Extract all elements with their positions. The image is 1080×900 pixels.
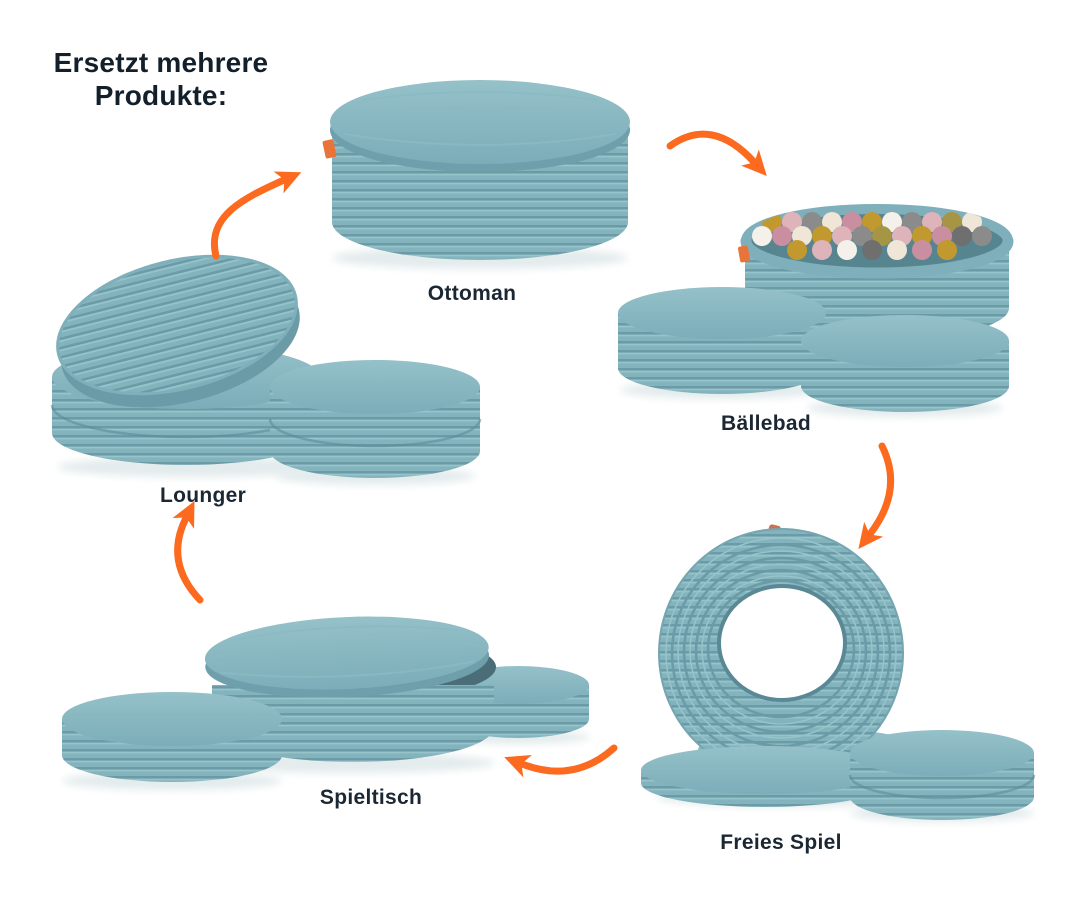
lounger-backrest (56, 254, 300, 408)
lounger-graphic (50, 254, 482, 485)
play-ring (658, 528, 904, 778)
heading-line2: Produkte: (94, 80, 228, 112)
lid-cord-lines (212, 625, 481, 678)
page-title: Ersetzt mehrere Produkte: (28, 46, 294, 112)
ottoman-graphic (322, 80, 630, 269)
lounger-illustration (45, 254, 485, 485)
spieltisch-graphic (62, 616, 590, 790)
ball-pit-balls (752, 212, 992, 260)
label-baellebad: Bällebad (721, 412, 811, 435)
brand-tag-icon (738, 245, 750, 263)
ottoman-illustration (318, 72, 643, 277)
lounger-stack (268, 360, 482, 478)
freies-spiel-graphic (641, 524, 1036, 822)
label-spieltisch: Spieltisch (319, 786, 423, 809)
spieltisch-illustration (50, 605, 595, 795)
ottoman-lid (330, 80, 630, 164)
cushion (62, 692, 282, 782)
label-ottoman: Ottoman (427, 282, 517, 305)
arrow-lounger-to-ottoman-icon (210, 171, 302, 260)
cushion (801, 315, 1009, 412)
ring-inner-edge (717, 584, 847, 702)
arrow-spieltisch-to-lounger-icon (172, 501, 204, 604)
cushion (618, 287, 826, 394)
pouf-stack (848, 730, 1036, 820)
baellebad-illustration (612, 188, 1014, 417)
label-freies-spiel: Freies Spiel (720, 831, 842, 854)
arrow-freies-spiel-to-spieltisch-icon (504, 744, 618, 778)
shadow (57, 457, 333, 477)
freies-spiel-illustration (635, 524, 1036, 825)
ball-pit-front-rim (740, 235, 1014, 279)
baellebad-graphic (618, 204, 1014, 417)
play-table (204, 616, 496, 762)
lid-cord-lines (339, 91, 621, 146)
arrow-ottoman-to-baellebad-icon (666, 130, 767, 177)
brand-tag-icon (322, 139, 337, 159)
heading-line1: Ersetzt mehrere (53, 47, 269, 78)
arrow-baellebad-to-freies-spiel-icon (858, 442, 895, 550)
label-lounger: Lounger (159, 484, 247, 507)
floor-mat (641, 746, 889, 807)
